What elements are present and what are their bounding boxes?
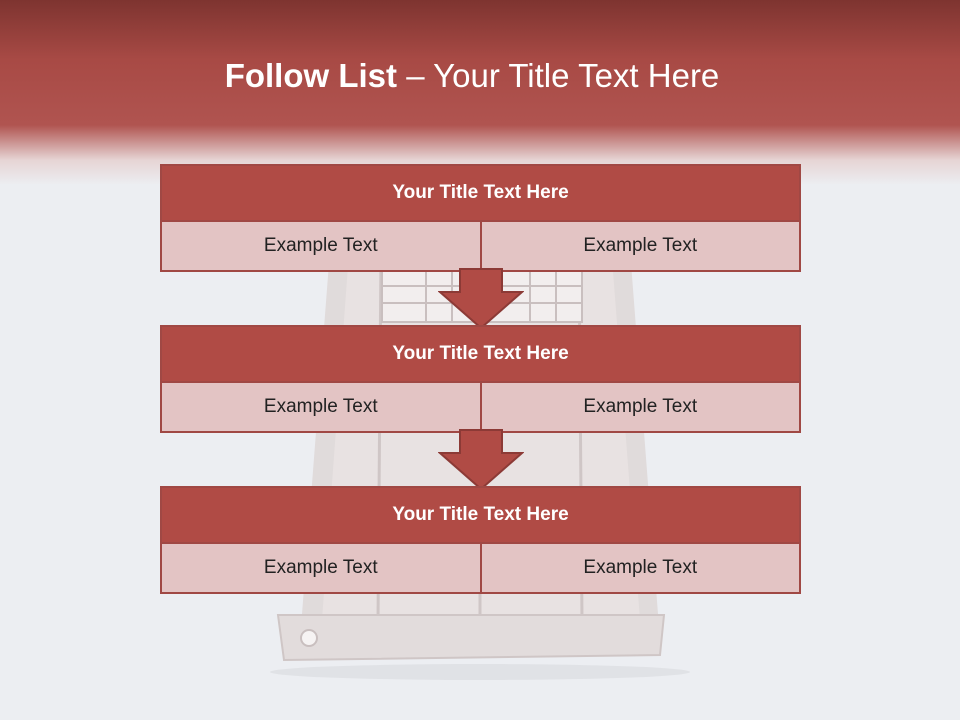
table-row: Example Text Example Text xyxy=(162,383,799,431)
list-table-3: Your Title Text Here Example Text Exampl… xyxy=(160,486,801,594)
slide-title-rest: – Your Title Text Here xyxy=(397,57,720,94)
table-row: Example Text Example Text xyxy=(162,544,799,592)
table-cell-left: Example Text xyxy=(162,222,480,270)
slide-title: Follow List – Your Title Text Here xyxy=(0,52,944,100)
table-title: Your Title Text Here xyxy=(162,488,799,544)
table-cell-right: Example Text xyxy=(479,544,799,592)
table-cell-right: Example Text xyxy=(479,222,799,270)
down-arrow-icon xyxy=(438,429,524,491)
table-title: Your Title Text Here xyxy=(162,327,799,383)
slide-title-bold: Follow List xyxy=(224,57,398,94)
title-banner xyxy=(0,0,960,185)
table-title: Your Title Text Here xyxy=(162,166,799,222)
table-cell-left: Example Text xyxy=(162,544,480,592)
table-cell-right: Example Text xyxy=(479,383,799,431)
list-table-1: Your Title Text Here Example Text Exampl… xyxy=(160,164,801,272)
down-arrow-icon xyxy=(438,268,524,330)
table-cell-left: Example Text xyxy=(162,383,480,431)
table-row: Example Text Example Text xyxy=(162,222,799,270)
list-table-2: Your Title Text Here Example Text Exampl… xyxy=(160,325,801,433)
